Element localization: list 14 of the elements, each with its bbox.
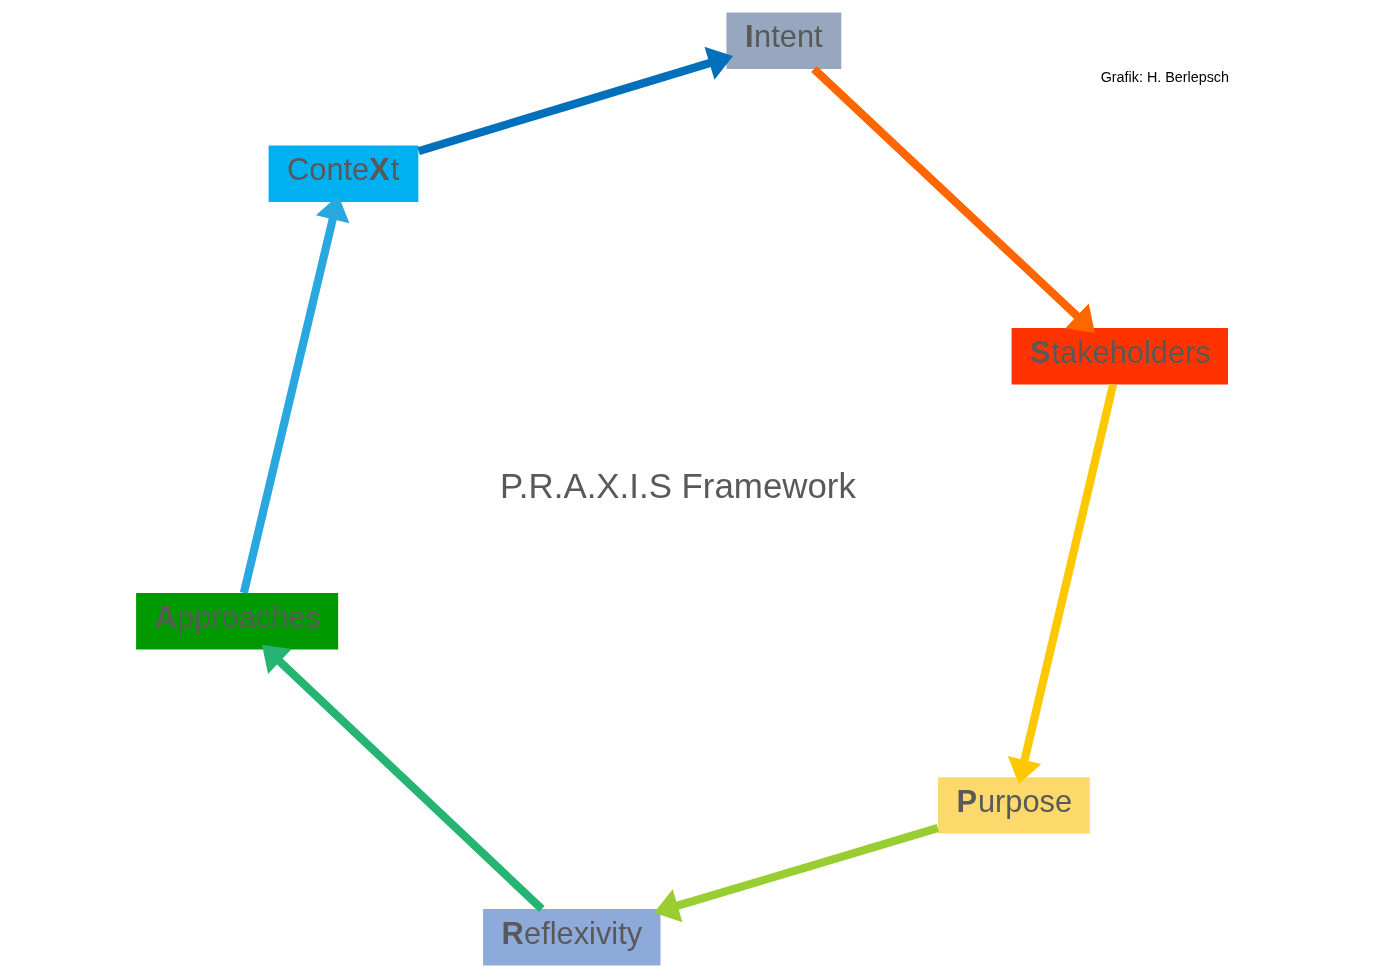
node-box: Stakeholders bbox=[1011, 328, 1228, 385]
node-box: Purpose bbox=[937, 777, 1090, 834]
node-box: Approaches bbox=[135, 593, 338, 650]
node-box: Intent bbox=[725, 12, 841, 69]
arrow bbox=[810, 65, 1095, 333]
node-box: Reflexivity bbox=[482, 909, 660, 966]
node-text: P.R.A.X.I.S Framework bbox=[499, 466, 856, 506]
arrow bbox=[417, 46, 733, 155]
label: Grafik: H. Berlepsch bbox=[1100, 68, 1229, 85]
arrow bbox=[1007, 383, 1117, 784]
node-box: ConteXt bbox=[268, 145, 418, 202]
arrow bbox=[653, 824, 939, 923]
arrow bbox=[261, 644, 545, 912]
arrow bbox=[239, 195, 349, 594]
